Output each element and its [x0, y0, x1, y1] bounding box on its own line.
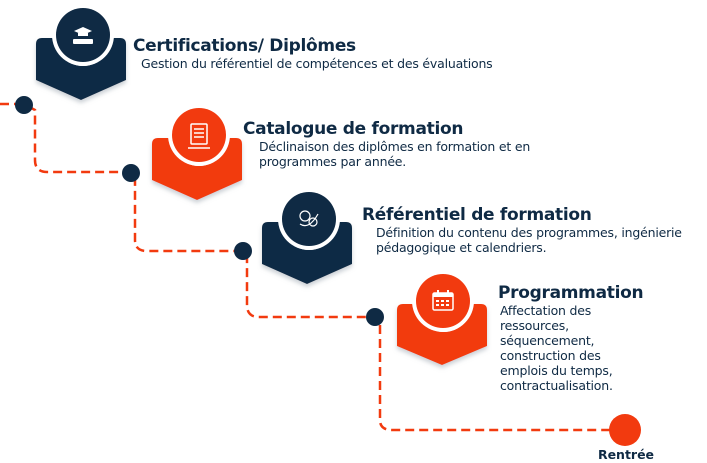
step-3: Référentiel de formation Définition du c…	[362, 205, 702, 255]
end-label: Rentrée	[597, 447, 655, 462]
step-1: Certifications/ Diplômes Gestion du réfé…	[133, 36, 513, 71]
brain-gears-icon	[299, 210, 319, 227]
timeline-dot-1	[15, 96, 33, 114]
catalog-list-icon	[188, 123, 210, 149]
timeline-dot-3	[234, 242, 252, 260]
timeline-end-dot	[609, 414, 641, 446]
step-description: Affectation des ressources, séquencement…	[500, 303, 613, 393]
step-description: Gestion du référentiel de compétences et…	[141, 56, 493, 71]
step-4: Programmation Affectation des ressources…	[498, 283, 668, 393]
step-title: Programmation	[498, 283, 644, 303]
step-title: Certifications/ Diplômes	[133, 36, 356, 56]
graduation-diploma-icon	[73, 27, 93, 44]
calendar-icon	[432, 290, 454, 311]
step-title: Référentiel de formation	[362, 205, 592, 225]
step-title: Catalogue de formation	[243, 119, 464, 139]
timeline-dot-2	[122, 164, 140, 182]
timeline-dot-4	[366, 308, 384, 326]
step-description: Définition du contenu des programmes, in…	[376, 225, 682, 255]
step-description: Déclinaison des diplômes en formation et…	[259, 139, 531, 169]
timeline-path	[0, 102, 625, 432]
step-2: Catalogue de formation Déclinaison des d…	[243, 119, 578, 169]
